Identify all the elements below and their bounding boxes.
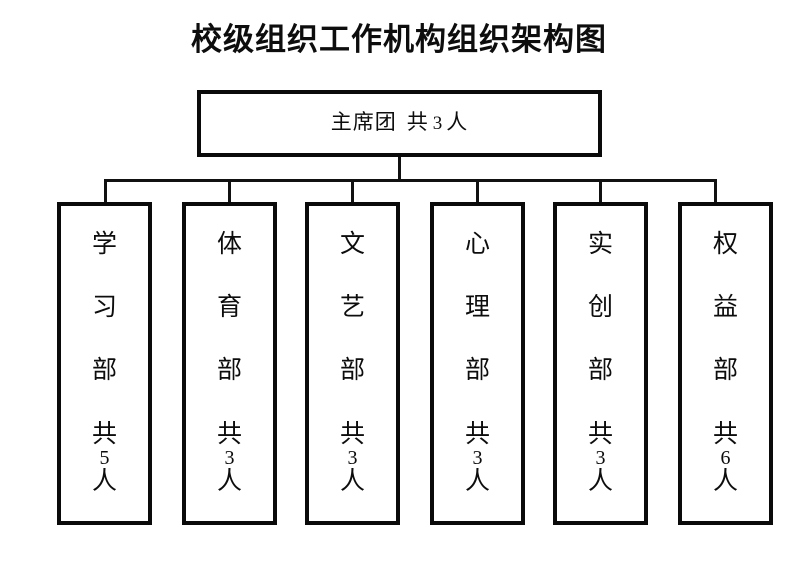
child-5-char-2: 创 [587,293,613,321]
root-node-count: 共 3 人 [407,111,469,136]
root-count-suffix: 人 [446,111,469,134]
child-2-count-number: 3 [224,447,235,469]
child-1-char-3: 部 [91,356,117,384]
org-node-child-1[interactable]: 学 习 部 共 5 人 [57,202,152,525]
connector-branch-drop-6 [714,179,717,204]
child-2-char-1: 体 [216,230,242,258]
child-5-count-prefix: 共 [587,420,613,448]
child-6-count: 共 6 人 [713,421,738,495]
child-6-label: 权 益 部 [713,232,738,421]
child-2-count: 共 3 人 [217,421,242,495]
child-6-char-1: 权 [712,230,738,258]
child-1-count-suffix: 人 [91,467,117,495]
root-node-label: 主席团 [330,111,397,134]
connector-trunk-drop [398,157,401,181]
child-3-count-number: 3 [347,447,358,469]
connector-branch-drop-1 [104,179,107,204]
page-title: 校级组织工作机构组织架构图 [191,22,607,57]
child-2-char-3: 部 [216,356,242,384]
child-3-char-3: 部 [339,356,365,384]
child-3-count-suffix: 人 [339,467,365,495]
child-5-char-3: 部 [587,356,613,384]
child-5-label: 实 创 部 [588,232,613,421]
child-6-char-2: 益 [712,293,738,321]
child-4-label: 心 理 部 [465,232,490,421]
root-count-number: 3 [432,113,443,134]
connector-horizontal-bus [105,179,716,182]
child-2-count-prefix: 共 [216,420,242,448]
child-3-char-2: 艺 [339,293,365,321]
connector-branch-drop-5 [599,179,602,204]
connector-branch-drop-2 [228,179,231,204]
org-node-child-4[interactable]: 心 理 部 共 3 人 [430,202,525,525]
org-node-child-6[interactable]: 权 益 部 共 6 人 [678,202,773,525]
child-2-count-suffix: 人 [216,467,242,495]
child-3-count-prefix: 共 [339,420,365,448]
org-node-child-5[interactable]: 实 创 部 共 3 人 [553,202,648,525]
child-4-count-number: 3 [472,447,483,469]
child-6-char-3: 部 [712,356,738,384]
child-4-count: 共 3 人 [465,421,490,495]
child-3-char-1: 文 [339,230,365,258]
child-1-label: 学 习 部 [92,232,117,421]
child-1-char-1: 学 [91,230,117,258]
child-1-count: 共 5 人 [92,421,117,495]
child-5-count: 共 3 人 [588,421,613,495]
child-6-count-suffix: 人 [712,467,738,495]
child-1-count-number: 5 [99,447,110,469]
child-1-char-2: 习 [91,293,117,321]
child-3-count: 共 3 人 [340,421,365,495]
child-5-char-1: 实 [587,230,613,258]
connector-branch-drop-3 [351,179,354,204]
child-6-count-prefix: 共 [712,420,738,448]
connector-branch-drop-4 [476,179,479,204]
child-4-count-prefix: 共 [464,420,490,448]
org-node-child-3[interactable]: 文 艺 部 共 3 人 [305,202,400,525]
child-1-count-prefix: 共 [91,420,117,448]
child-4-char-2: 理 [464,293,490,321]
root-node-text: 主席团 共 3 人 [331,111,469,136]
child-6-count-number: 6 [720,447,731,469]
child-4-char-1: 心 [464,230,490,258]
child-3-label: 文 艺 部 [340,232,365,421]
child-4-char-3: 部 [464,356,490,384]
org-node-child-2[interactable]: 体 育 部 共 3 人 [182,202,277,525]
child-2-char-2: 育 [216,293,242,321]
child-2-label: 体 育 部 [217,232,242,421]
org-node-root[interactable]: 主席团 共 3 人 [197,90,602,157]
child-5-count-number: 3 [595,447,606,469]
child-5-count-suffix: 人 [587,467,613,495]
root-count-prefix: 共 [406,111,429,134]
child-4-count-suffix: 人 [464,467,490,495]
